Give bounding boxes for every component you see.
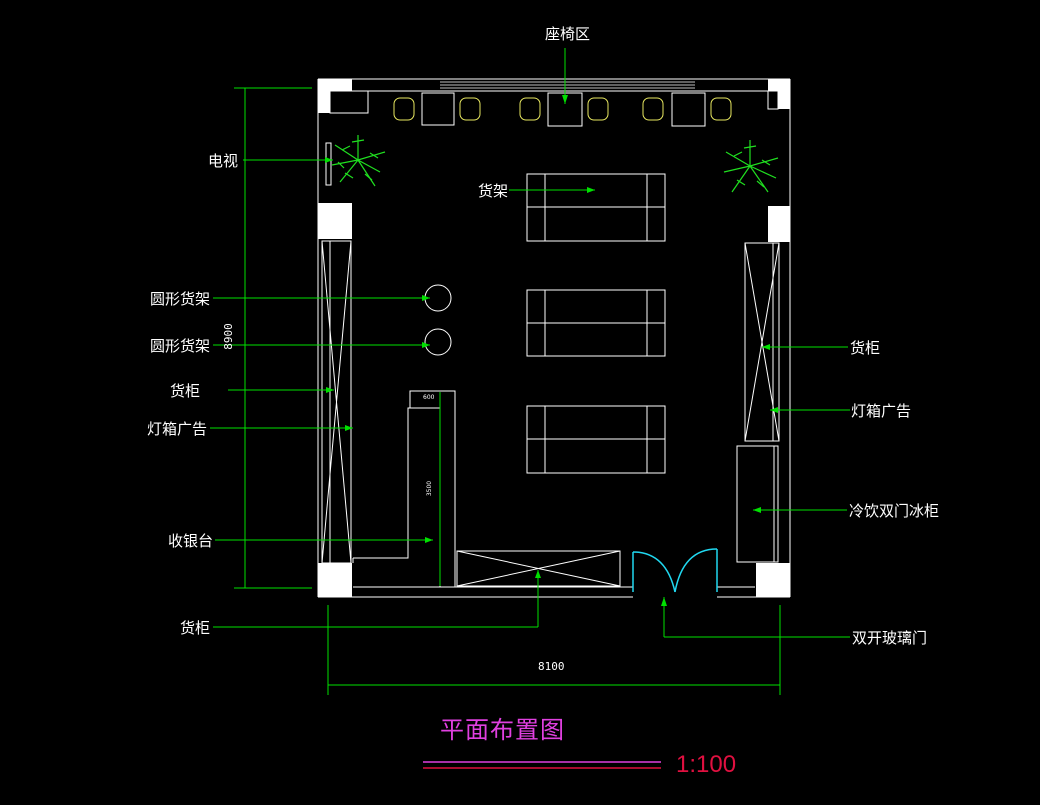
label-cashier: 收银台 [168,532,214,550]
label-round-shelf-1: 圆形货架 [150,290,211,308]
leader-arrows [325,95,778,606]
seating-chairs [393,97,732,121]
top-window [440,78,695,89]
drawing-title: 平面布置图 [440,716,565,744]
plant-left [331,135,386,187]
dimension-height: 8900 [221,323,235,350]
dimension-counter-length: 3500 [426,480,434,497]
label-shelf: 货架 [478,182,509,200]
seating-tables [421,92,706,127]
dimension-counter-width: 600 [423,394,435,401]
left-cabinet [321,240,352,564]
label-cabinet-right: 货柜 [850,339,881,357]
label-fridge: 冷饮双门冰柜 [849,502,940,520]
right-cabinet [744,242,780,442]
label-glass-door: 双开玻璃门 [852,629,928,647]
tv-unit [325,142,332,186]
label-lightbox-right: 灯箱广告 [851,402,912,420]
label-seating-area: 座椅区 [545,25,591,43]
label-lightbox-left: 灯箱广告 [147,420,208,438]
columns [318,79,790,597]
fridge-unit [736,445,779,563]
label-cabinet-bottom: 货柜 [180,619,211,637]
dimension-width: 8100 [538,660,565,673]
plant-right [723,140,779,193]
double-glass-door [632,548,718,593]
center-shelves [526,173,666,474]
outer-walls [317,78,791,598]
title-underline [423,761,661,769]
label-cabinet-left: 货柜 [170,382,201,400]
label-round-shelf-2: 圆形货架 [150,337,211,355]
label-tv: 电视 [208,152,239,170]
drawing-scale: 1:100 [676,751,737,778]
leader-lines [210,48,850,695]
